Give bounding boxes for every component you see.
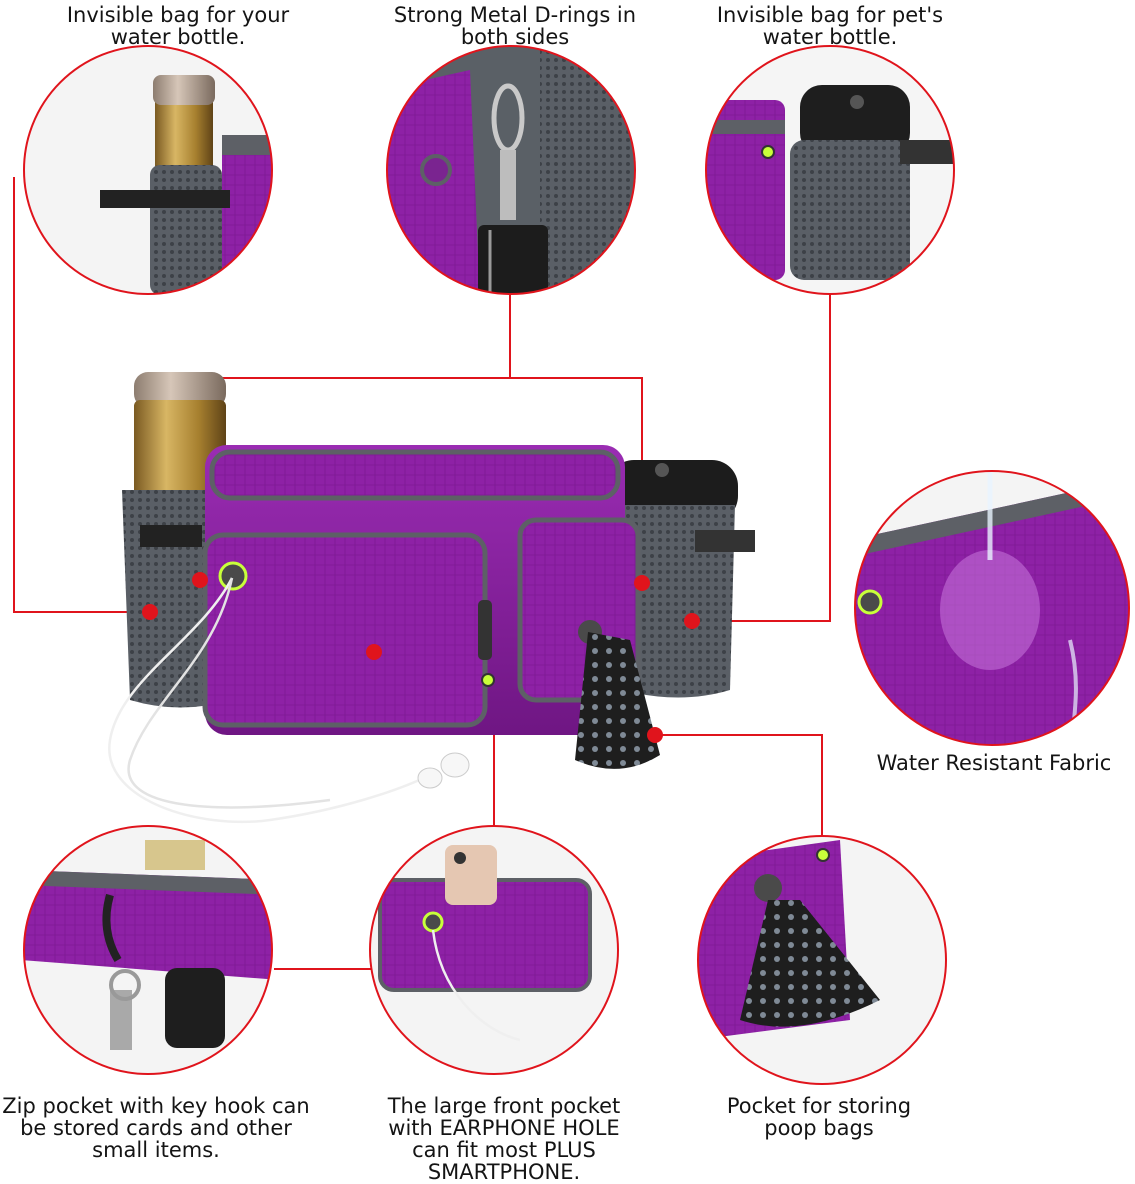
caption-water-bottle-bag: Invisible bag for your water bottle. — [66, 3, 290, 49]
front-pocket — [202, 532, 488, 728]
earbud — [440, 752, 470, 778]
marker-dots — [142, 572, 700, 743]
detail-circle-pet-bottle — [706, 46, 954, 294]
marker-dot-poop-bag — [647, 727, 663, 743]
detail-circle-border-3 — [705, 45, 955, 295]
detail-circle-zip-pocket — [24, 826, 272, 1074]
detail-circle-border-5 — [23, 825, 273, 1075]
caption-pet-water-bottle-bag: Invisible bag for pet's water bottle. — [716, 3, 944, 49]
bottle-cap — [134, 372, 226, 408]
detail-circle-border-1 — [23, 45, 273, 295]
detail-circle-border-2 — [386, 45, 636, 295]
marker-dot-earphone — [192, 572, 208, 588]
caption-large-front-pocket: The large front pocket with EARPHONE HOL… — [387, 1094, 621, 1184]
detail-circle-water-bottle — [24, 46, 272, 294]
detail-circle-water-resistant — [855, 471, 1129, 745]
smartphone — [445, 845, 497, 905]
caption-metal-d-rings: Strong Metal D-rings in both sides — [393, 3, 637, 49]
caption-zip-pocket-key-hook: Zip pocket with key hook can be stored c… — [2, 1094, 310, 1162]
detail-circle-border-6 — [369, 825, 619, 1075]
detail-circle-border-4 — [854, 470, 1130, 746]
caption-water-resistant-fabric: Water Resistant Fabric — [876, 751, 1112, 775]
detail-circle-d-rings — [387, 46, 635, 294]
caption-poop-bag-pocket: Pocket for storing poop bags — [726, 1094, 912, 1140]
marker-dot-front-pocket — [366, 644, 382, 660]
right-mesh-holder — [618, 505, 735, 698]
marker-dot-left-mesh — [142, 604, 158, 620]
earphone-hole — [218, 561, 248, 591]
detail-circle-border-7 — [697, 835, 947, 1085]
poop-bag — [575, 632, 660, 769]
car-key-fob — [165, 968, 225, 1048]
detail-circle-poop-bag — [698, 836, 946, 1084]
marker-dot-right-mesh — [684, 613, 700, 629]
detail-circle-front-pocket — [370, 826, 618, 1074]
marker-dot-d-ring — [634, 575, 650, 591]
main-product-bag — [108, 372, 755, 824]
